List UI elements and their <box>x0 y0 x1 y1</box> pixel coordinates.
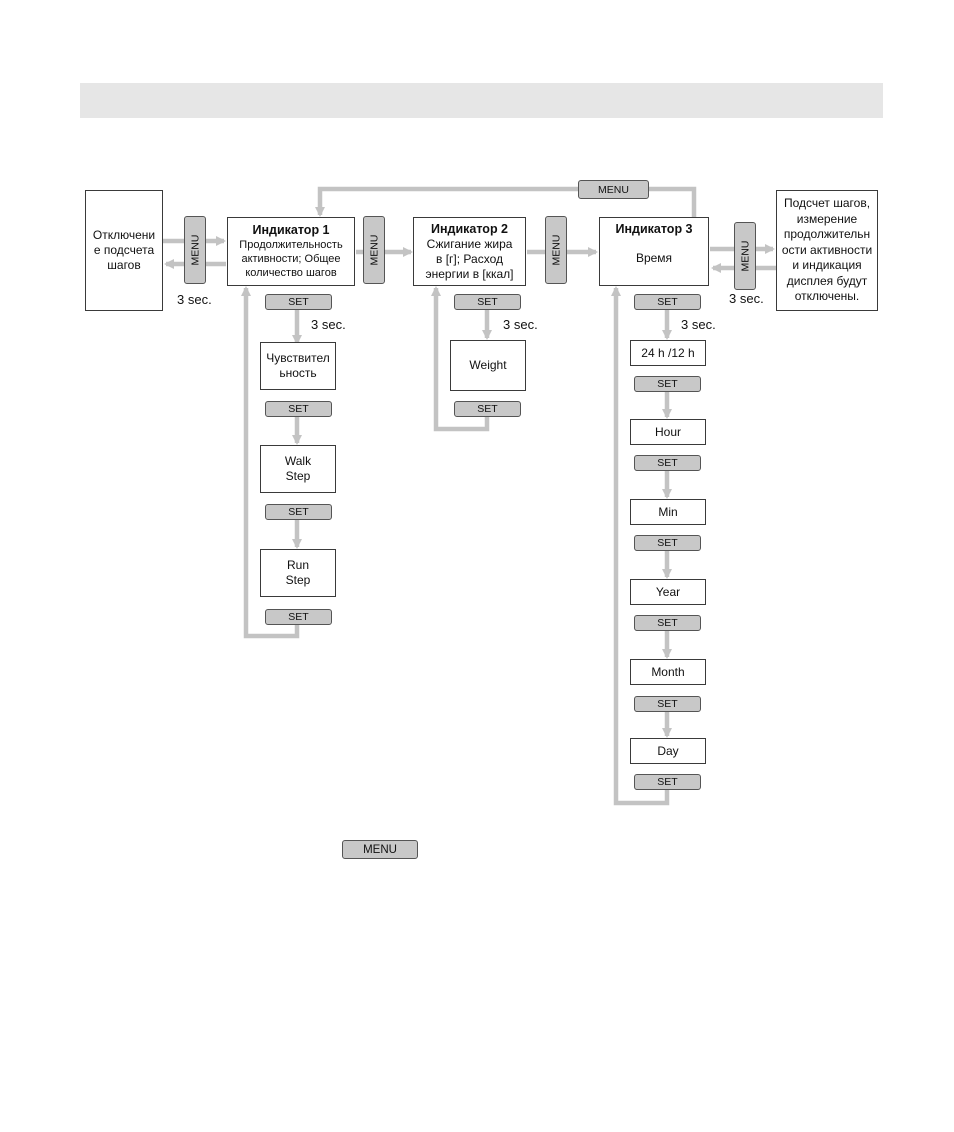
indicator-2-line: Сжигание жира <box>426 236 513 251</box>
set-button-label: SET <box>657 698 678 710</box>
box-year: Year <box>630 579 706 605</box>
set-button-label: SET <box>657 378 678 390</box>
indicator-3-line: Время <box>635 251 673 265</box>
arrow-ind3-to-ind1-loop <box>315 186 697 217</box>
hold-label-ind2: 3 sec. <box>503 317 538 332</box>
menu-button-label: MENU <box>363 843 397 856</box>
set-button-label: SET <box>657 296 678 308</box>
menu-button-label: MENU <box>739 240 752 272</box>
menu-button-off-ind1[interactable]: MENU <box>184 216 206 284</box>
menu-button-legend[interactable]: MENU <box>342 840 418 859</box>
menu-button-ind1-ind2[interactable]: MENU <box>363 216 385 284</box>
box-run-line: Step <box>285 573 311 587</box>
set-button-label: SET <box>657 617 678 629</box>
hold-label-disabled: 3 sec. <box>729 291 764 306</box>
box-off-line: е подсчета <box>93 243 155 257</box>
indicator-1-title: Индикатор 1 <box>252 223 330 237</box>
set-button-run[interactable]: SET <box>265 609 332 625</box>
box-run-step: Run Step <box>260 549 336 597</box>
menu-button-label: MENU <box>368 234 381 266</box>
box-year-label: Year <box>655 584 681 599</box>
set-button-weight[interactable]: SET <box>454 401 521 417</box>
set-button-label: SET <box>288 611 309 623</box>
box-day: Day <box>630 738 706 764</box>
header-bar <box>80 83 883 118</box>
box-off-line: шагов <box>107 258 141 272</box>
box-sensitivity: Чувствител ьность <box>260 342 336 390</box>
menu-button-ind3-disabled[interactable]: MENU <box>734 222 756 290</box>
set-button-label: SET <box>657 537 678 549</box>
menu-button-label: MENU <box>598 183 629 196</box>
box-walk-step: Walk Step <box>260 445 336 493</box>
box-disabled-line: и индикация <box>792 258 862 273</box>
set-button-label: SET <box>288 296 309 308</box>
set-button-time-format[interactable]: SET <box>634 376 701 392</box>
box-indicator-1: Индикатор 1 Продолжительность активности… <box>227 217 355 286</box>
set-button-label: SET <box>288 506 309 518</box>
box-min-label: Min <box>658 504 678 519</box>
box-time-format-label: 24 h /12 h <box>641 345 695 360</box>
box-step-count-off: Отключени е подсчета шагов <box>85 190 163 311</box>
arrow-day-loop-to-ind3 <box>611 286 670 806</box>
box-indicator-3: Индикатор 3 Время <box>599 217 709 286</box>
box-disabled-line: дисплея будут <box>786 273 868 288</box>
box-run-line: Run <box>286 558 309 572</box>
box-time-format: 24 h /12 h <box>630 340 706 366</box>
set-button-label: SET <box>657 776 678 788</box>
set-button-label: SET <box>477 296 498 308</box>
indicator-2-line: в [г]; Расход <box>436 251 503 266</box>
set-button-label: SET <box>657 457 678 469</box>
box-weight-label: Weight <box>469 358 507 372</box>
arrow-run-loop-to-ind1 <box>241 286 300 639</box>
menu-button-label: MENU <box>189 234 202 266</box>
box-day-label: Day <box>657 743 679 758</box>
arrow-weight-loop-to-ind2 <box>431 286 490 432</box>
indicator-1-line: Продолжительность <box>239 239 343 251</box>
box-sensitivity-line: ьность <box>279 366 317 380</box>
box-weight: Weight <box>450 340 526 391</box>
set-button-ind1[interactable]: SET <box>265 294 332 310</box>
box-disabled-line: измерение <box>796 211 858 226</box>
box-disabled-line: продолжительн <box>783 227 871 242</box>
box-disabled-line: Подсчет шагов, <box>783 196 871 211</box>
indicator-1-line: активности; Общее <box>241 253 341 265</box>
hold-label-ind1: 3 sec. <box>311 317 346 332</box>
box-off-line: Отключени <box>92 228 156 242</box>
box-month-label: Month <box>651 664 685 679</box>
box-sensitivity-line: Чувствител <box>266 351 330 365</box>
indicator-3-title: Индикатор 3 <box>615 222 693 236</box>
set-button-ind2[interactable]: SET <box>454 294 521 310</box>
set-button-year[interactable]: SET <box>634 615 701 631</box>
box-hour: Hour <box>630 419 706 445</box>
box-hour-label: Hour <box>654 424 681 439</box>
menu-button-ind2-ind3[interactable]: MENU <box>545 216 567 284</box>
box-disabled-line: ости активности <box>781 242 873 257</box>
set-button-label: SET <box>477 403 498 415</box>
set-button-month[interactable]: SET <box>634 696 701 712</box>
box-functions-disabled: Подсчет шагов, измерение продолжительн о… <box>776 190 878 311</box>
set-button-label: SET <box>288 403 309 415</box>
box-walk-line: Walk <box>284 454 312 468</box>
hold-label-off: 3 sec. <box>177 292 212 307</box>
box-month: Month <box>630 659 706 685</box>
indicator-2-line: энергии в [ккал] <box>425 266 514 281</box>
set-button-walk[interactable]: SET <box>265 504 332 520</box>
set-button-sensitivity[interactable]: SET <box>265 401 332 417</box>
set-button-min[interactable]: SET <box>634 535 701 551</box>
set-button-hour[interactable]: SET <box>634 455 701 471</box>
set-button-ind3[interactable]: SET <box>634 294 701 310</box>
indicator-1-line: количество шагов <box>245 267 337 279</box>
menu-button-top-loop[interactable]: MENU <box>578 180 649 199</box>
box-walk-line: Step <box>285 469 311 483</box>
box-min: Min <box>630 499 706 525</box>
box-indicator-2: Индикатор 2 Сжигание жира в [г]; Расход … <box>413 217 526 286</box>
box-disabled-line: отключены. <box>794 289 860 304</box>
indicator-2-title: Индикатор 2 <box>430 221 508 236</box>
hold-label-ind3: 3 sec. <box>681 317 716 332</box>
menu-button-label: MENU <box>550 234 563 266</box>
set-button-day[interactable]: SET <box>634 774 701 790</box>
